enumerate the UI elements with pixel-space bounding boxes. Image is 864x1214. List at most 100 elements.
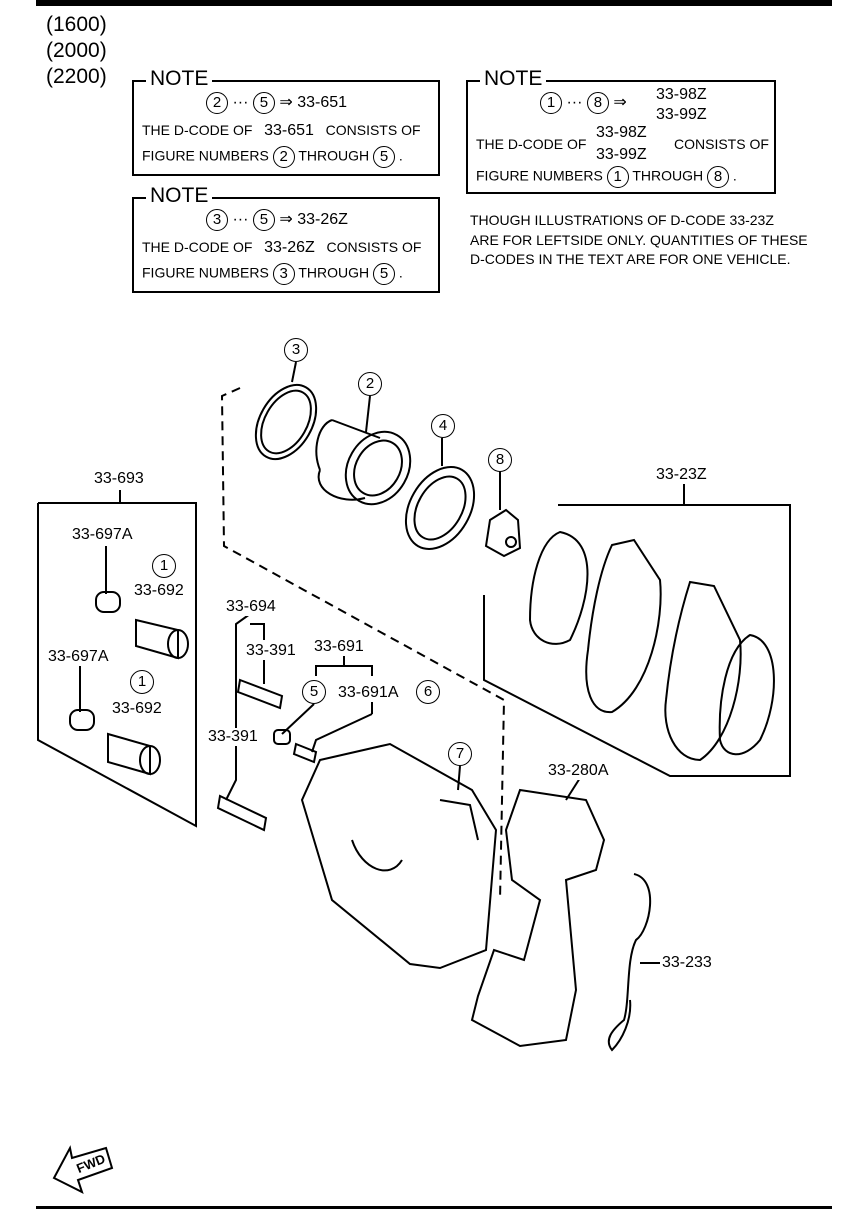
engine-2200: (2200) [46, 65, 107, 88]
note-line-2: FIGURE NUMBERS 3 THROUGH 5 . [142, 263, 403, 285]
note-box-33-651: NOTE 2 ··· 5 ⇒ 33-651 THE D-CODE OF 33-6… [132, 67, 440, 176]
group-bracket-33-23Z [483, 504, 791, 777]
leader-line [365, 395, 371, 433]
note-text: THE D-CODE OF [476, 136, 587, 152]
note-text: . [398, 264, 403, 281]
part-label-33-692: 33-692 [112, 700, 162, 718]
note-range-line: 1 ··· 8 ⇒ [540, 92, 627, 114]
dust-boot [404, 466, 476, 550]
caliper-body [300, 742, 498, 970]
d-code: 33-651 [297, 94, 348, 112]
note-text: FIGURE NUMBERS [142, 264, 269, 281]
d-code: 33-26Z [264, 239, 315, 256]
note-text: . [732, 167, 737, 184]
bleeder-valve [484, 508, 522, 558]
figure-number-circle: 5 [373, 263, 395, 285]
leader-line [315, 665, 373, 676]
note-line-1: THE D-CODE OF 33-651 CONSISTS OF [142, 122, 421, 140]
figure-number-circle: 8 [586, 92, 609, 114]
anti-rattle-spring [607, 873, 651, 1052]
boot-33-692 [135, 618, 179, 660]
group-bracket-33-693 [37, 502, 197, 828]
part-label-33-697A: 33-697A [48, 648, 109, 666]
callout-7: 7 [448, 742, 472, 766]
part-label-33-691: 33-691 [314, 638, 364, 656]
dashed-caliper-outline [220, 387, 506, 901]
d-code: 33-98Z [656, 86, 707, 103]
equals-arrow-icon: ⇒ [279, 211, 293, 229]
d-code: 33-99Z [596, 146, 647, 163]
ellipsis: ··· [232, 211, 249, 229]
note-text: CONSISTS OF [325, 122, 421, 138]
note-line-2: FIGURE NUMBERS 2 THROUGH 5 . [142, 146, 403, 168]
guide-pin-33-391 [236, 678, 284, 710]
figure-number-circle: 8 [707, 166, 729, 188]
callout-8: 8 [488, 448, 512, 472]
d-code: 33-98Z [596, 124, 647, 141]
note-text: THROUGH [298, 147, 370, 164]
leader-line [291, 361, 297, 383]
engine-1600: (1600) [46, 13, 107, 36]
part-label-33-694: 33-694 [226, 598, 276, 616]
part-label-33-691A: 33-691A [338, 684, 399, 702]
part-label-33-280A: 33-280A [548, 762, 609, 780]
figure-number-circle: 3 [272, 263, 295, 285]
piston-face-inner [353, 439, 403, 497]
part-label-33-233: 33-233 [662, 954, 712, 972]
leader-line [457, 765, 461, 791]
d-code: 33-99Z [656, 106, 707, 123]
remark-line-2: ARE FOR LEFTSIDE ONLY. QUANTITIES OF THE… [470, 232, 808, 248]
note-text: CONSISTS OF [674, 136, 769, 152]
note-text: THROUGH [298, 264, 370, 281]
bushing-33-697A [95, 591, 121, 613]
ellipsis: ··· [566, 94, 583, 112]
engine-2000: (2000) [46, 39, 107, 62]
note-title: NOTE [146, 184, 213, 208]
note-title: NOTE [146, 67, 213, 91]
dust-boot-inner [413, 475, 467, 541]
leader-line [250, 623, 265, 640]
d-code: 33-26Z [297, 211, 348, 229]
piston-seal-ring-inner [260, 389, 312, 455]
note-text: FIGURE NUMBERS [476, 167, 603, 184]
d-code: 33-651 [264, 122, 314, 139]
note-range-line: 3 ··· 5 ⇒ 33-26Z [206, 209, 348, 231]
figure-number-circle: 5 [252, 209, 275, 231]
arrow-icon: ⇒ [279, 94, 293, 112]
remark-line-3: D-CODES IN THE TEXT ARE FOR ONE VEHICLE. [470, 251, 791, 267]
callout-4: 4 [431, 414, 455, 438]
leader-line [565, 777, 581, 801]
part-label-33-697A: 33-697A [72, 526, 133, 544]
note-range-line: 2 ··· 5 ⇒ 33-651 [206, 92, 347, 114]
figure-number-circle: 2 [206, 92, 228, 114]
part-label-33-391: 33-391 [246, 642, 296, 660]
leader-line [311, 713, 373, 753]
fwd-arrow-icon [52, 1145, 114, 1194]
note-text: CONSISTS OF [326, 239, 422, 255]
brake-pad-shim-a [585, 538, 662, 714]
part-label-33-693: 33-693 [94, 470, 144, 488]
piston-seal-ring [254, 384, 318, 460]
bleed-screw-cap [273, 729, 291, 745]
leader-line [281, 703, 315, 735]
top-border-rule [36, 0, 832, 6]
note-line-1: THE D-CODE OF 33-26Z CONSISTS OF [142, 239, 421, 257]
note-text: FIGURE NUMBERS [142, 147, 269, 164]
bushing-33-697A [69, 709, 95, 731]
note-text: THE D-CODE OF [142, 122, 253, 138]
remark-line-1: THOUGH ILLUSTRATIONS OF D-CODE 33-23Z [470, 212, 774, 228]
note-text: THE D-CODE OF [142, 239, 253, 255]
part-label-33-391: 33-391 [208, 728, 258, 746]
brake-pad-shim-b [664, 580, 742, 762]
note-text: THROUGH [632, 167, 704, 184]
bleed-screw [292, 742, 318, 764]
figure-number-circle: 5 [252, 92, 275, 114]
leader-line [225, 613, 251, 801]
note-box-33-98Z: NOTE 1 ··· 8 ⇒ 33-98Z 33-99Z THE D-CODE … [466, 67, 776, 194]
figure-number-circle: 2 [272, 146, 295, 168]
figure-number-circle: 1 [606, 166, 629, 188]
callout-2: 2 [358, 372, 382, 396]
piston-face [344, 430, 412, 506]
figure-number-circle: 1 [540, 92, 562, 114]
